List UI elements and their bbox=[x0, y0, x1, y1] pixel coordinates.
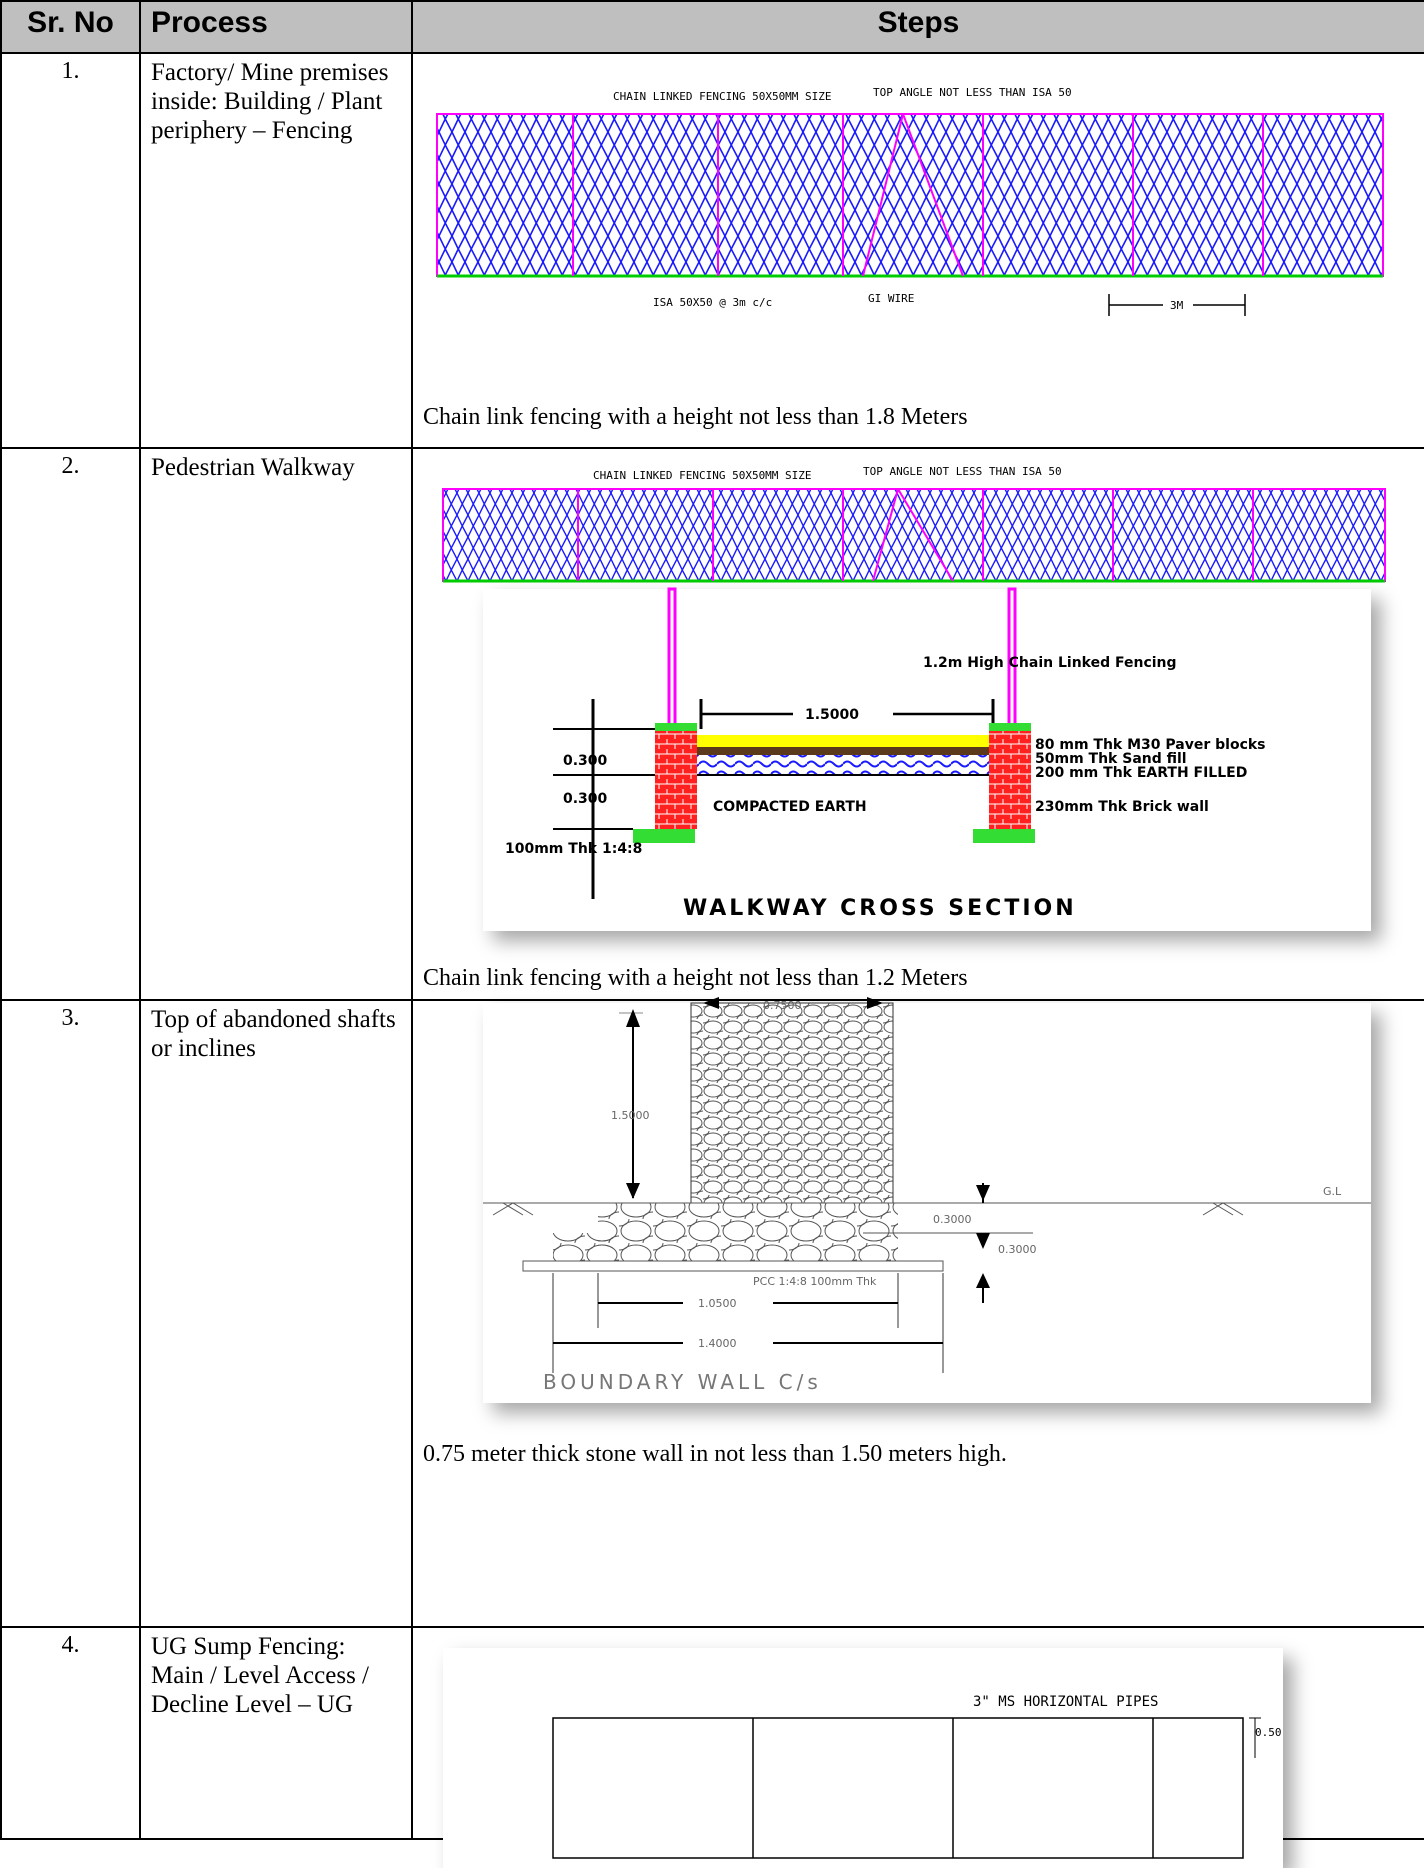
walkway-title: WALKWAY CROSS SECTION bbox=[683, 896, 1077, 921]
header-steps: Steps bbox=[411, 0, 1424, 54]
row-process: Factory/ Mine premises inside: Building … bbox=[139, 52, 413, 449]
dim-gl: G.L bbox=[1323, 1185, 1342, 1198]
arrow-up bbox=[976, 1233, 990, 1249]
row-process: UG Sump Fencing: Main / Level Access / D… bbox=[139, 1626, 413, 1840]
header-sr-no: Sr. No bbox=[0, 0, 141, 54]
dim-top: 0.7500 bbox=[763, 999, 802, 1012]
pcc-left bbox=[633, 829, 695, 843]
fence-frame bbox=[552, 1717, 1244, 1859]
boundary-title: BOUNDARY WALL C/s bbox=[543, 1370, 822, 1394]
foundation-wide bbox=[553, 1233, 613, 1261]
walkway-cross-section: 1.2m High Chain Linked Fencing 1.5000 bbox=[505, 587, 1266, 921]
row-caption: 0.75 meter thick stone wall in not less … bbox=[423, 1441, 1007, 1467]
row-sr-no: 1. bbox=[0, 52, 141, 449]
label-top-left: CHAIN LINKED FENCING 50X50MM SIZE bbox=[613, 90, 832, 103]
pcc-bed bbox=[522, 1260, 944, 1272]
dim-height: 1.5000 bbox=[611, 1109, 650, 1122]
dim-h2: 0.300 bbox=[563, 791, 608, 807]
label-pcc: PCC 1:4:8 100mm Thk bbox=[753, 1275, 877, 1288]
mesh-panel bbox=[436, 113, 1384, 277]
label-bottom-left: ISA 50X50 @ 3m c/c bbox=[653, 296, 772, 309]
arrow-left bbox=[703, 997, 719, 1009]
row-process: Pedestrian Walkway bbox=[139, 447, 413, 1001]
pcc-right bbox=[973, 829, 1035, 843]
row-caption: Chain link fencing with a height not les… bbox=[423, 404, 968, 430]
table-row: 2. Pedestrian Walkway CHAIN LINKED FENCI… bbox=[0, 447, 1424, 1001]
boundary-wall-panel: 1.5000 0.7500 G.L PCC 1:4:8 100mm Thk bbox=[483, 997, 1371, 1403]
dim-h1: 0.300 bbox=[563, 753, 608, 769]
ground-hatch bbox=[492, 1202, 534, 1216]
label-top-right: TOP ANGLE NOT LESS THAN ISA 50 bbox=[863, 465, 1062, 478]
row-steps: CHAIN LINKED FENCING 50X50MM SIZE TOP AN… bbox=[411, 52, 1424, 449]
mesh-panel bbox=[442, 488, 1386, 582]
dim-w2: 1.4000 bbox=[698, 1337, 737, 1350]
label-fence: 1.2m High Chain Linked Fencing bbox=[923, 655, 1177, 671]
header-process: Process bbox=[139, 0, 413, 54]
foundation-step bbox=[598, 1203, 898, 1261]
table-row: 4. UG Sump Fencing: Main / Level Access … bbox=[0, 1626, 1424, 1868]
coping-right bbox=[989, 723, 1031, 731]
dim-d1: 0.3000 bbox=[933, 1213, 972, 1226]
sump-fencing-panel: 3" MS HORIZONTAL PIPES 0.50 bbox=[443, 1648, 1283, 1868]
walkway-section-panel: 1.2m High Chain Linked Fencing 1.5000 bbox=[483, 587, 1371, 931]
fencing-drawing-small: CHAIN LINKED FENCING 50X50MM SIZE TOP AN… bbox=[442, 465, 1386, 583]
stone-wall bbox=[690, 1002, 894, 1204]
layer4-label: 230mm Thk Brick wall bbox=[1035, 799, 1209, 815]
fencing-drawing: CHAIN LINKED FENCING 50X50MM SIZE TOP AN… bbox=[436, 86, 1384, 316]
layer3-label: 200 mm Thk EARTH FILLED bbox=[1035, 765, 1247, 781]
boundary-wall-section: 1.5000 0.7500 G.L PCC 1:4:8 100mm Thk bbox=[483, 997, 1371, 1394]
table-header-row: Sr. No Process Steps bbox=[0, 0, 1424, 54]
label-top-left: CHAIN LINKED FENCING 50X50MM SIZE bbox=[593, 469, 812, 482]
dim-width: 1.5000 bbox=[805, 707, 859, 723]
brace bbox=[862, 113, 904, 277]
dim-w1: 1.0500 bbox=[698, 1297, 737, 1310]
fence-post-left bbox=[667, 587, 677, 731]
arrow-down bbox=[626, 1183, 640, 1199]
brick-wall-right bbox=[989, 729, 1031, 829]
row-caption: Chain link fencing with a height not les… bbox=[423, 965, 968, 991]
sump-fencing-drawing: 3" MS HORIZONTAL PIPES 0.50 bbox=[552, 1694, 1282, 1859]
brick-wall-left bbox=[655, 729, 697, 829]
label-top-right: TOP ANGLE NOT LESS THAN ISA 50 bbox=[873, 86, 1072, 99]
arrow-right bbox=[867, 997, 883, 1009]
dim-d2: 0.3000 bbox=[998, 1243, 1037, 1256]
label-dim: 3M bbox=[1170, 299, 1184, 312]
row-steps: 3" MS HORIZONTAL PIPES 0.50 bbox=[411, 1626, 1424, 1868]
row-sr-no: 2. bbox=[0, 447, 141, 1001]
sand-layer bbox=[697, 747, 989, 755]
brace bbox=[872, 488, 899, 582]
table-row: 3. Top of abandoned shafts or inclines bbox=[0, 997, 1424, 1628]
arrow-up bbox=[976, 1273, 990, 1288]
earth-fill-layer bbox=[697, 755, 989, 775]
coping-left bbox=[655, 723, 697, 731]
label-pipes: 3" MS HORIZONTAL PIPES bbox=[973, 1694, 1158, 1710]
layer1-label: 80 mm Thk M30 Paver blocks bbox=[1035, 737, 1266, 753]
arrow-up bbox=[626, 1009, 640, 1027]
dim-right: 0.50 bbox=[1255, 1726, 1282, 1739]
label-pcc: 100mm Thk 1:4:8 bbox=[505, 841, 642, 857]
row-steps: 1.5000 0.7500 G.L PCC 1:4:8 100mm Thk bbox=[411, 997, 1424, 1628]
table-row: 1. Factory/ Mine premises inside: Buildi… bbox=[0, 52, 1424, 449]
layer2-label: 50mm Thk Sand fill bbox=[1035, 751, 1187, 767]
label-earth: COMPACTED EARTH bbox=[713, 799, 867, 815]
row-sr-no: 4. bbox=[0, 1626, 141, 1840]
brace bbox=[902, 113, 964, 277]
row-process: Top of abandoned shafts or inclines bbox=[139, 999, 413, 1628]
ground-hatch bbox=[1202, 1202, 1244, 1216]
arrow-down bbox=[976, 1185, 990, 1201]
label-bottom-mid: GI WIRE bbox=[868, 292, 914, 305]
row-sr-no: 3. bbox=[0, 999, 141, 1628]
paver-layer bbox=[697, 735, 989, 747]
row-steps: CHAIN LINKED FENCING 50X50MM SIZE TOP AN… bbox=[411, 447, 1424, 1001]
brace bbox=[897, 488, 954, 582]
